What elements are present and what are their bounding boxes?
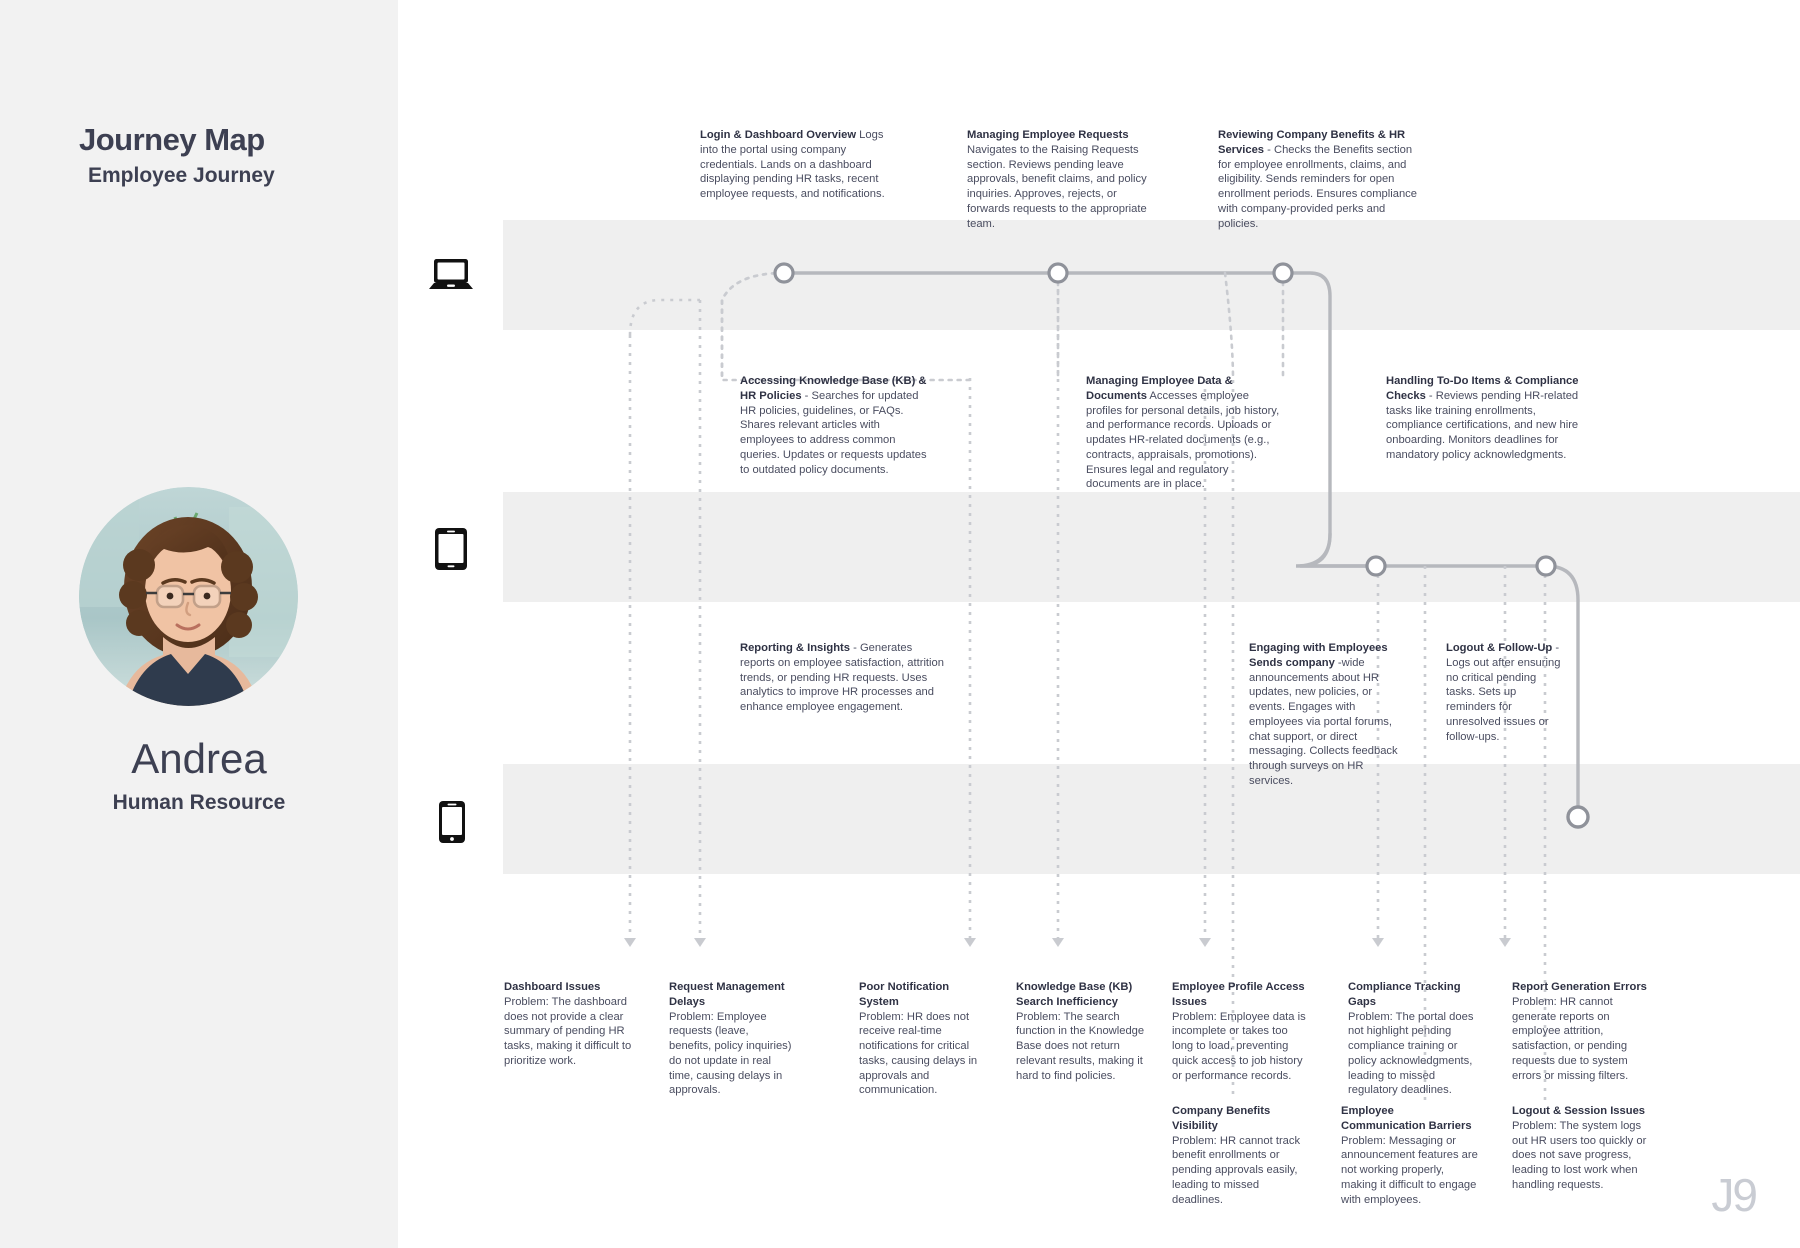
step-card-8-title: Engaging with Employees Sends company: [1249, 642, 1388, 669]
problem-card-9-body: Problem: Messaging or announcement featu…: [1341, 1134, 1478, 1206]
problem-card-2-title: Request Management Delays: [669, 981, 785, 1008]
step-card-6-body: - Reviews pending HR-related tasks like …: [1386, 389, 1579, 461]
problem-card-6-title: Compliance Tracking Gaps: [1348, 981, 1461, 1008]
persona-sidebar: Journey Map Employee Journey: [0, 0, 398, 1248]
step-card-1[interactable]: Login & Dashboard Overview Logs into the…: [700, 128, 892, 202]
persona-photo: [79, 487, 298, 706]
problem-card-1[interactable]: Dashboard Issues Problem: The dashboard …: [504, 980, 636, 1069]
problem-card-10[interactable]: Logout & Session Issues Problem: The sys…: [1512, 1104, 1648, 1193]
problem-card-4[interactable]: Knowledge Base (KB) Search Inefficiency …: [1016, 980, 1146, 1083]
problem-card-8-title: Company Benefits Visibility: [1172, 1105, 1271, 1132]
problem-card-7-body: Problem: HR cannot generate reports on e…: [1512, 995, 1629, 1082]
problem-card-10-body: Problem: The system logs out HR users to…: [1512, 1119, 1647, 1191]
flow-arrow-heads: [624, 938, 1511, 947]
problem-card-3[interactable]: Poor Notification System Problem: HR doe…: [859, 980, 990, 1098]
step-card-5-body: Accesses employee profiles for personal …: [1086, 389, 1280, 491]
problem-card-9[interactable]: Employee Communication Barriers Problem:…: [1341, 1104, 1481, 1207]
step-card-6[interactable]: Handling To-Do Items & Compliance Checks…: [1386, 374, 1586, 463]
lane-band-mobile: [503, 764, 1800, 874]
problem-card-1-body: Problem: The dashboard does not provide …: [504, 995, 632, 1067]
step-card-2-body: Navigates to the Raising Requests sectio…: [967, 143, 1147, 230]
problem-card-6-body: Problem: The portal does not highlight p…: [1348, 1010, 1474, 1097]
step-card-5[interactable]: Managing Employee Data & Documents Acces…: [1086, 374, 1286, 492]
step-card-4-body: - Searches for updated HR policies, guid…: [740, 389, 927, 476]
problem-card-8-body: Problem: HR cannot track benefit enrollm…: [1172, 1134, 1301, 1206]
step-card-4-title: Accessing Knowledge Base (KB) & HR Polic…: [740, 375, 927, 402]
step-card-3-body: - Checks the Benefits section for employ…: [1218, 143, 1417, 230]
lane-band-desktop: [503, 220, 1800, 330]
step-card-4[interactable]: Accessing Knowledge Base (KB) & HR Polic…: [740, 374, 930, 477]
persona-role: Human Resource: [112, 791, 286, 814]
problem-card-6[interactable]: Compliance Tracking Gaps Problem: The po…: [1348, 980, 1476, 1098]
persona-name: Andrea: [131, 735, 267, 782]
problem-card-4-title: Knowledge Base (KB) Search Inefficiency: [1016, 981, 1133, 1008]
step-card-7-body: - Generates reports on employee satisfac…: [740, 642, 944, 714]
page-title: Journey Map: [79, 122, 265, 157]
problem-card-1-title: Dashboard Issues: [504, 981, 601, 993]
problem-card-7-title: Report Generation Errors: [1512, 981, 1647, 993]
lane-band-tablet: [503, 492, 1800, 602]
problem-card-8[interactable]: Company Benefits Visibility Problem: HR …: [1172, 1104, 1302, 1207]
step-card-7-title: Reporting & Insights: [740, 642, 851, 654]
problem-card-3-body: Problem: HR does not receive real-time n…: [859, 1010, 978, 1097]
problem-card-10-title: Logout & Session Issues: [1512, 1105, 1646, 1117]
step-card-8[interactable]: Engaging with Employees Sends company -w…: [1249, 641, 1401, 789]
problem-card-7[interactable]: Report Generation Errors Problem: HR can…: [1512, 980, 1648, 1083]
problem-card-2[interactable]: Request Management Delays Problem: Emplo…: [669, 980, 793, 1098]
problem-card-4-body: Problem: The search function in the Know…: [1016, 1010, 1145, 1082]
step-card-9-body: - Logs out after ensuring no critical pe…: [1446, 642, 1561, 743]
step-card-2[interactable]: Managing Employee Requests Navigates to …: [967, 128, 1157, 231]
problem-card-5[interactable]: Employee Profile Access Issues Problem: …: [1172, 980, 1306, 1083]
laptop-icon: [428, 258, 474, 292]
step-card-8-body: -wide announcements about HR updates, ne…: [1249, 656, 1398, 788]
step-card-3[interactable]: Reviewing Company Benefits & HR Services…: [1218, 128, 1424, 231]
avatar: [79, 487, 298, 706]
tablet-icon: [434, 527, 468, 571]
smartphone-icon: [438, 800, 466, 844]
problem-card-5-body: Problem: Employee data is incomplete or …: [1172, 1010, 1306, 1082]
page-subtitle: Employee Journey: [88, 164, 275, 187]
problem-card-3-title: Poor Notification System: [859, 981, 950, 1008]
step-card-1-body: Logs into the portal using company crede…: [700, 129, 885, 201]
step-card-5-title: Managing Employee Data & Documents: [1086, 375, 1233, 402]
step-card-9[interactable]: Logout & Follow-Up - Logs out after ensu…: [1446, 641, 1561, 744]
step-card-3-title: Reviewing Company Benefits & HR Services: [1218, 129, 1406, 156]
step-card-9-title: Logout & Follow-Up: [1446, 642, 1553, 654]
problem-card-2-body: Problem: Employee requests (leave, benef…: [669, 1010, 792, 1097]
problem-card-9-title: Employee Communication Barriers: [1341, 1105, 1472, 1132]
step-card-1-title: Login & Dashboard Overview: [700, 129, 857, 141]
step-card-6-title: Handling To-Do Items & Compliance Checks: [1386, 375, 1579, 402]
brand-logo: J9: [1711, 1169, 1758, 1221]
step-card-2-title: Managing Employee Requests: [967, 129, 1129, 141]
problem-card-5-title: Employee Profile Access Issues: [1172, 981, 1305, 1008]
step-card-7[interactable]: Reporting & Insights - Generates reports…: [740, 641, 944, 715]
